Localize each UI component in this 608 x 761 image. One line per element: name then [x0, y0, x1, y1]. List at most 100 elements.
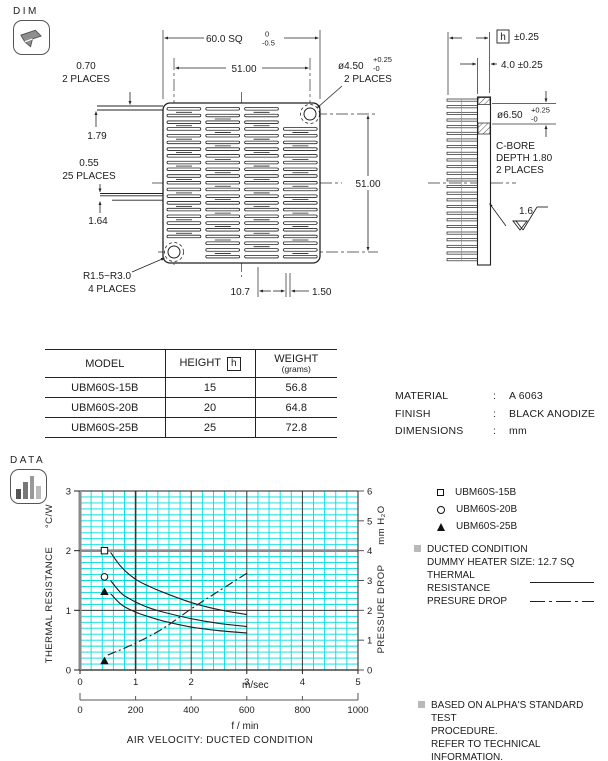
- pressure-legend-line: PRESURE DROP: [427, 595, 604, 608]
- extension-lines-side: [447, 32, 556, 125]
- colon: :: [493, 390, 497, 402]
- bar-1: [16, 489, 21, 499]
- svg-text:mm H₂O: mm H₂O: [376, 505, 387, 544]
- gray-square-bullet: [414, 545, 421, 552]
- svg-text:0: 0: [367, 666, 372, 677]
- svg-text:PRESSURE DROP: PRESSURE DROP: [376, 565, 387, 654]
- cbore-note-1: C-BORE: [496, 141, 535, 152]
- bar-4: [36, 486, 41, 499]
- svg-text:1000: 1000: [347, 705, 368, 716]
- front-dimensions: 60.0 SQ 0 -0.5 51.00 ø4.50 +0.25 -0 2 PL…: [62, 30, 392, 299]
- data-badge: DATA: [10, 455, 47, 504]
- dim-fin-gap: 1.50: [312, 287, 332, 298]
- svg-text:4: 4: [300, 677, 305, 688]
- roughness-symbol: [512, 206, 548, 231]
- footer-text-1: BASED ON ALPHA'S STANDARD TEST: [431, 700, 584, 724]
- svg-text:200: 200: [128, 705, 144, 716]
- svg-text:f / min: f / min: [231, 721, 258, 732]
- spec-dimensions: DIMENSIONS : mm: [395, 423, 595, 441]
- svg-text:AIR VELOCITY: DUCTED CONDITIO: AIR VELOCITY: DUCTED CONDITION: [127, 735, 313, 746]
- svg-text:0: 0: [77, 677, 82, 688]
- dim-width-label: 60.0 SQ: [206, 34, 243, 45]
- legend-label: UBM60S-25B: [456, 521, 518, 532]
- tab-places: 2 PLACES: [62, 74, 110, 85]
- thermal-legend-line: THERMAL RESISTANCE: [427, 569, 604, 595]
- spec-material-value: A 6063: [509, 390, 543, 402]
- cbore-tol-bot: -0: [531, 115, 538, 124]
- legend-item: UBM60S-25B: [437, 518, 517, 535]
- svg-text:3: 3: [367, 576, 372, 587]
- gray-square-bullet: [418, 701, 425, 708]
- svg-text:1: 1: [66, 606, 71, 617]
- fin-pitch: 1.64: [88, 216, 108, 227]
- cell-model: UBM60S-25B: [45, 417, 165, 438]
- cbore-dia: ø6.50: [497, 110, 523, 121]
- extension-lines-front: [162, 30, 321, 297]
- dimension-drawing: 60.0 SQ 0 -0.5 51.00 ø4.50 +0.25 -0 2 PL…: [62, 29, 556, 299]
- svg-text:3: 3: [244, 677, 249, 688]
- dim-base-gap: 10.7: [231, 287, 251, 298]
- cbore-section-top: [477, 97, 491, 105]
- thermal-label: THERMAL RESISTANCE: [427, 570, 491, 594]
- bar-2: [22, 482, 28, 499]
- col-model: MODEL: [45, 349, 165, 378]
- svg-text:1: 1: [367, 636, 372, 647]
- legend-item: UBM60S-20B: [437, 501, 517, 518]
- caliper-icon: [13, 20, 50, 55]
- cbore-note-3: 2 PLACES: [496, 165, 544, 176]
- footer-text-3: REFER TO TECHNICAL INFORMATION.: [431, 739, 541, 761]
- dim-badge-label: DIM: [13, 6, 39, 17]
- ducted-title-row: DUCTED CONDITION: [414, 543, 604, 556]
- roughness-value: 1.6: [519, 206, 533, 217]
- spec-finish-value: BLACK ANODIZE: [509, 407, 596, 420]
- cell-height: 25: [164, 417, 255, 438]
- specs-block: MATERIAL : A 6063 FINISH : BLACK ANODIZE…: [395, 388, 595, 441]
- cbore-section-bottom: [477, 122, 491, 135]
- cell-model: UBM60S-20B: [45, 397, 165, 418]
- svg-text:2: 2: [189, 677, 194, 688]
- spec-finish: FINISH : BLACK ANODIZE: [395, 406, 595, 424]
- side-dimensions: h ±0.25 4.0 ±0.25 ø6.50 +0.25 -0 C-BORE …: [447, 29, 556, 231]
- heater-size-line: DUMMY HEATER SIZE: 12.7 SQ: [427, 556, 604, 569]
- height-symbol-box: h: [227, 356, 241, 371]
- front-view: [97, 102, 321, 264]
- cell-weight: 72.8: [254, 417, 337, 438]
- legend-item: UBM60S-15B: [437, 484, 517, 501]
- fin-pattern-side: [446, 98, 478, 262]
- dashdot-line-sample: [530, 600, 594, 603]
- edge-tabs: [97, 105, 163, 201]
- spec-finish-label: FINISH: [395, 407, 431, 420]
- hole-places: 2 PLACES: [344, 74, 392, 85]
- cell-model: UBM60S-15B: [45, 377, 165, 398]
- svg-text:800: 800: [294, 705, 310, 716]
- corner-places: 4 PLACES: [88, 284, 136, 295]
- svg-text:0: 0: [66, 666, 71, 677]
- colon: :: [493, 425, 497, 437]
- spec-material: MATERIAL : A 6063: [395, 388, 595, 406]
- col-weight-unit: (grams): [281, 364, 311, 374]
- hole-tol-bot: -0: [373, 64, 380, 73]
- footer-line-1: BASED ON ALPHA'S STANDARD TEST: [418, 699, 603, 725]
- svg-text:5: 5: [367, 516, 372, 527]
- footer-text-2: PROCEDURE.: [431, 726, 498, 737]
- cell-height: 15: [164, 377, 255, 398]
- table-row: UBM60S-25B 25 72.8: [45, 417, 337, 438]
- side-view: [446, 96, 492, 266]
- svg-text:4: 4: [367, 546, 372, 557]
- spec-dimensions-label: DIMENSIONS: [395, 425, 464, 437]
- dim-width-tol-top: 0: [265, 30, 269, 39]
- svg-text:1: 1: [133, 677, 138, 688]
- svg-text:°C/W: °C/W: [44, 504, 55, 528]
- dimension-arrows-side: [449, 36, 548, 227]
- chart-legend: UBM60S-15B UBM60S-20B UBM60S-25B: [437, 484, 517, 535]
- height-tolerance: ±0.25: [514, 32, 539, 43]
- corner-radius: R1.5~R3.0: [83, 271, 132, 282]
- cell-height: 20: [164, 397, 255, 418]
- dim-hole-span-v: 51.00: [355, 179, 380, 190]
- svg-text:6: 6: [367, 487, 372, 498]
- hole-dia-label: ø4.50: [338, 61, 364, 72]
